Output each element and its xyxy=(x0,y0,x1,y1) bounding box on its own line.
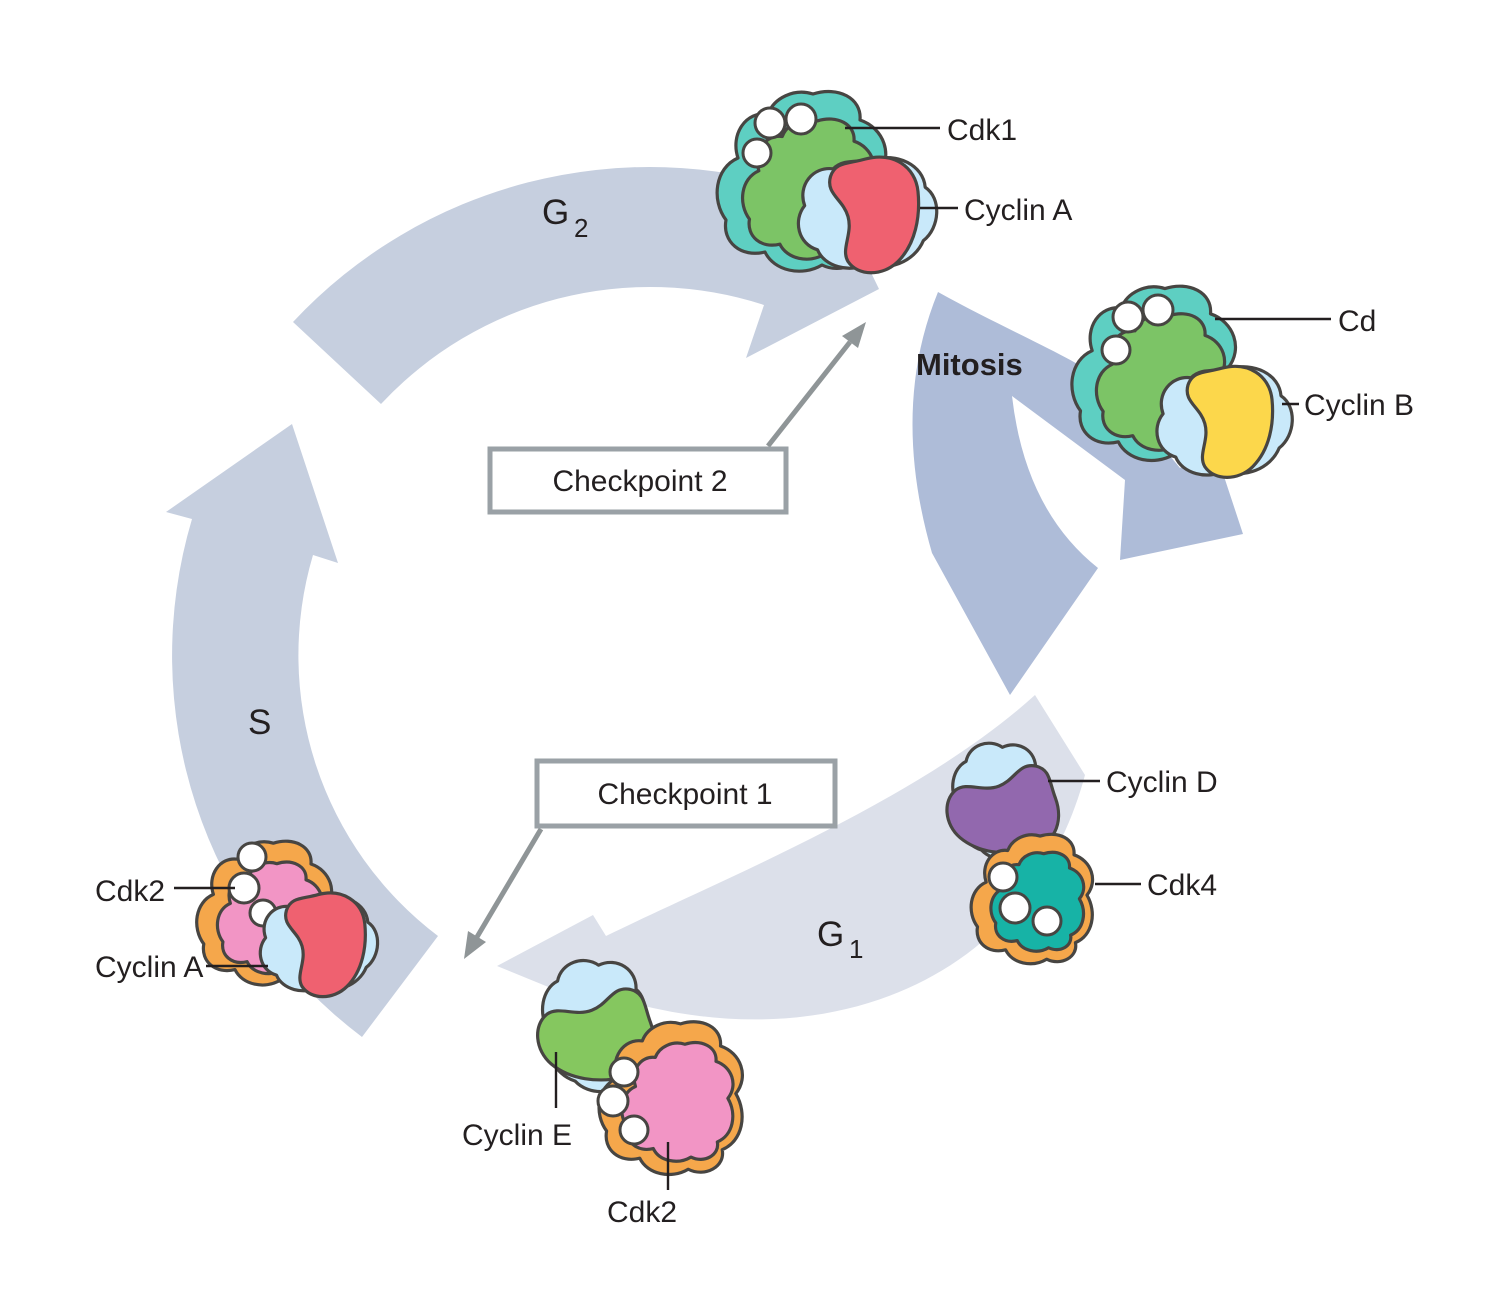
phosphate-circle xyxy=(1100,334,1132,366)
phase-label-g1: G xyxy=(817,915,844,954)
phosphate-circle xyxy=(236,841,268,873)
phosphate-circle xyxy=(753,106,787,140)
checkpoint-1-arrow-line xyxy=(474,827,544,939)
cyclin-e-label: Cyclin E xyxy=(462,1119,572,1152)
checkpoint-2-arrowhead-icon xyxy=(842,322,866,348)
cyclin-e-cdk2-complex xyxy=(532,953,744,1176)
phosphate-circle xyxy=(1141,293,1175,327)
phosphate-circle xyxy=(784,102,818,136)
phosphate-circle xyxy=(1031,905,1063,937)
cdk2-cyclin-a-complex xyxy=(195,839,379,999)
phase-label-mitosis: Mitosis xyxy=(916,347,1023,382)
cdk1-cyclin-a-complex xyxy=(715,89,939,275)
cdk4-label: Cdk4 xyxy=(1147,869,1217,902)
phosphate-circle xyxy=(998,891,1032,925)
cyclin-a2-label: Cyclin A xyxy=(95,951,203,984)
phase-label-s: S xyxy=(248,703,271,742)
cyclin-d-label: Cyclin D xyxy=(1106,766,1218,799)
cdk2-label: Cdk2 xyxy=(95,875,165,908)
cdk-cyclin-b-complex xyxy=(1070,284,1294,480)
g1-phase-arrow xyxy=(497,695,1085,1020)
checkpoint-2-box: Checkpoint 2 xyxy=(487,446,789,515)
phosphate-circle xyxy=(596,1084,630,1118)
cyclin-d-cdk4-complex xyxy=(941,737,1094,965)
checkpoint-1-arrow xyxy=(464,827,544,959)
cyclin-b-label: Cyclin B xyxy=(1304,389,1414,422)
checkpoint-1-arrowhead-icon xyxy=(464,931,486,959)
checkpoint-2-rect xyxy=(487,446,789,515)
phosphate-circle xyxy=(608,1056,640,1088)
cyclin-a-label: Cyclin A xyxy=(964,194,1072,227)
cdk1-label: Cdk1 xyxy=(947,114,1017,147)
cdk-label-truncated: Cd xyxy=(1338,305,1376,338)
mitosis-arrows xyxy=(912,292,1243,695)
phase-label-g1-sub: 1 xyxy=(849,934,863,964)
cdk2b-label: Cdk2 xyxy=(607,1196,677,1229)
checkpoint-2-arrow-line xyxy=(766,340,852,448)
phase-label-g2-sub: 2 xyxy=(574,213,588,243)
phosphate-circle xyxy=(987,861,1019,893)
checkpoint-1-rect xyxy=(534,758,838,829)
phosphate-circle xyxy=(741,137,773,169)
checkpoint-1-label: Checkpoint 1 xyxy=(597,778,772,811)
phase-label-g2: G xyxy=(542,193,569,232)
checkpoint-1-box: Checkpoint 1 xyxy=(534,758,838,829)
checkpoint-2-label: Checkpoint 2 xyxy=(552,465,727,498)
phosphate-circle xyxy=(618,1114,650,1146)
checkpoint-2-arrow xyxy=(766,322,866,448)
phosphate-circle xyxy=(1111,300,1145,334)
